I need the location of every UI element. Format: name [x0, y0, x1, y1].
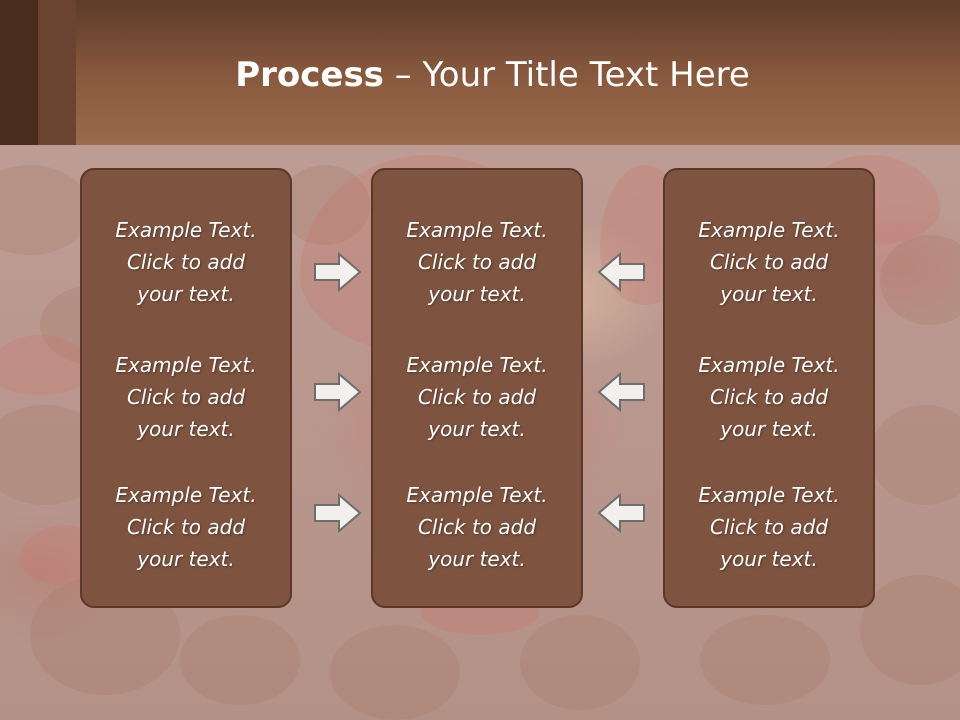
text-placeholder[interactable]: Example Text. Click to add your text.: [373, 479, 581, 575]
text-line: Example Text.: [406, 218, 548, 242]
process-box-left[interactable]: Example Text. Click to add your text. Ex…: [80, 168, 292, 608]
text-placeholder[interactable]: Example Text. Click to add your text.: [665, 214, 873, 310]
text-line: Example Text.: [698, 353, 840, 377]
left-arrow-icon[interactable]: [596, 493, 646, 533]
text-line: your text.: [428, 547, 526, 571]
text-line: Example Text.: [698, 218, 840, 242]
text-placeholder[interactable]: Example Text. Click to add your text.: [82, 479, 290, 575]
text-line: Example Text.: [115, 218, 257, 242]
text-placeholder[interactable]: Example Text. Click to add your text.: [82, 214, 290, 310]
text-line: Example Text.: [698, 483, 840, 507]
slide-title[interactable]: Process – Your Title Text Here: [0, 50, 960, 100]
left-arrow-icon[interactable]: [596, 252, 646, 292]
text-line: Click to add: [126, 515, 246, 539]
text-placeholder[interactable]: Example Text. Click to add your text.: [665, 479, 873, 575]
text-line: your text.: [720, 282, 818, 306]
left-arrow-icon[interactable]: [596, 372, 646, 412]
text-line: your text.: [137, 282, 235, 306]
text-line: your text.: [137, 417, 235, 441]
right-arrow-icon[interactable]: [313, 493, 363, 533]
text-line: Click to add: [709, 515, 829, 539]
right-arrow-icon[interactable]: [313, 252, 363, 292]
text-line: Example Text.: [406, 483, 548, 507]
text-line: your text.: [720, 547, 818, 571]
text-line: Click to add: [417, 385, 537, 409]
title-bold-text: Process: [235, 55, 384, 95]
text-placeholder[interactable]: Example Text. Click to add your text.: [82, 349, 290, 445]
text-placeholder[interactable]: Example Text. Click to add your text.: [373, 349, 581, 445]
text-placeholder[interactable]: Example Text. Click to add your text.: [665, 349, 873, 445]
text-line: Click to add: [709, 385, 829, 409]
text-line: Click to add: [709, 250, 829, 274]
header-accent-stripe-dark: [0, 0, 38, 145]
process-box-center[interactable]: Example Text. Click to add your text. Ex…: [371, 168, 583, 608]
text-line: Click to add: [126, 250, 246, 274]
text-line: your text.: [428, 417, 526, 441]
text-line: your text.: [428, 282, 526, 306]
text-line: your text.: [720, 417, 818, 441]
text-line: your text.: [137, 547, 235, 571]
right-arrow-icon[interactable]: [313, 372, 363, 412]
text-placeholder[interactable]: Example Text. Click to add your text.: [373, 214, 581, 310]
title-rest-text: – Your Title Text Here: [383, 55, 750, 95]
text-line: Example Text.: [406, 353, 548, 377]
process-box-right[interactable]: Example Text. Click to add your text. Ex…: [663, 168, 875, 608]
text-line: Example Text.: [115, 353, 257, 377]
text-line: Click to add: [417, 515, 537, 539]
header-accent-stripe-mid: [38, 0, 76, 145]
title-bar: Process – Your Title Text Here: [0, 0, 960, 145]
text-line: Click to add: [417, 250, 537, 274]
text-line: Example Text.: [115, 483, 257, 507]
text-line: Click to add: [126, 385, 246, 409]
